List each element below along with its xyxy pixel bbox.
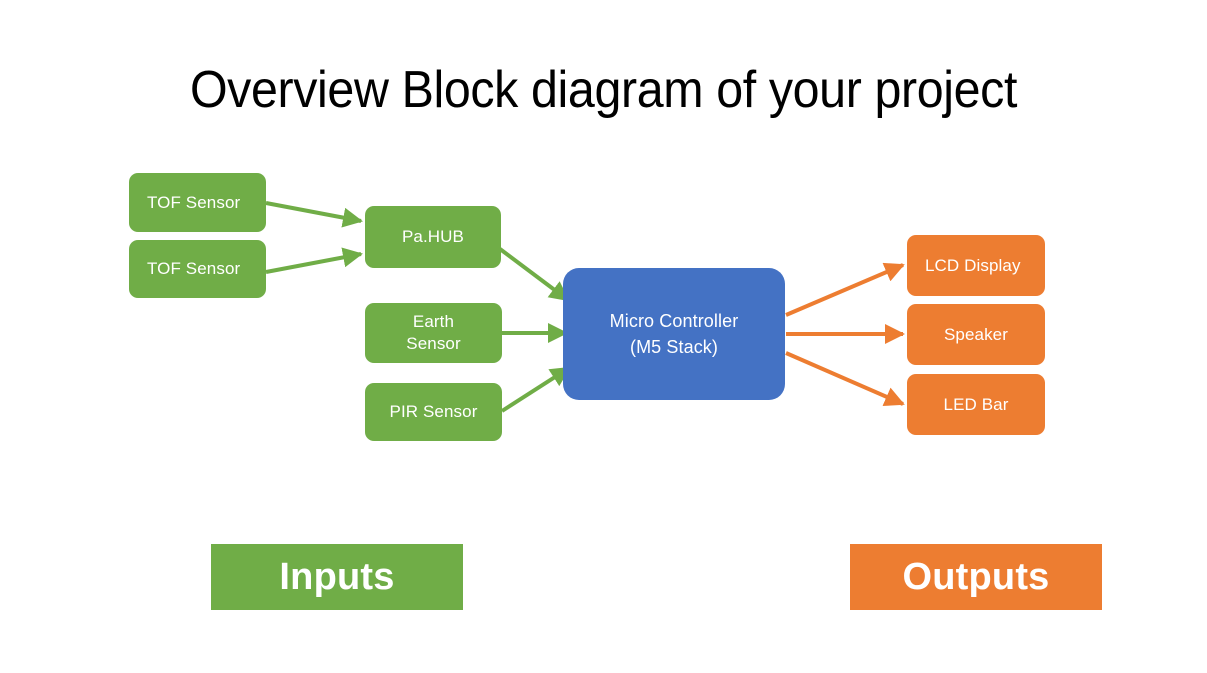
node-lcd-display-label: LCD Display [925, 255, 1021, 275]
node-led-bar[interactable]: LED Bar [907, 374, 1045, 435]
connector-pir-to-mcu [500, 366, 571, 413]
legend-outputs: Outputs [850, 544, 1102, 610]
node-led-bar-label: LED Bar [943, 394, 1009, 414]
node-pa-hub[interactable]: Pa.HUB [365, 206, 501, 268]
node-tof-sensor-1[interactable]: TOF Sensor [129, 173, 266, 232]
legend-outputs-label: Outputs [902, 555, 1050, 598]
node-speaker-label: Speaker [943, 324, 1009, 344]
connector-mcu-to-ledbar [785, 351, 905, 406]
legend-inputs-label: Inputs [279, 555, 395, 598]
connector-tof2-to-pahub [265, 247, 363, 274]
node-pa-hub-label: Pa.HUB [401, 227, 464, 246]
node-tof-sensor-2[interactable]: TOF Sensor [129, 240, 266, 298]
node-micro-controller-label-line2: (M5 Stack) [629, 337, 718, 357]
node-tof-sensor-2-label: TOF Sensor [147, 259, 241, 278]
page-title: Overview Block diagram of your project [189, 61, 1018, 119]
node-tof-sensor-1-label: TOF Sensor [147, 192, 241, 212]
node-pir-sensor[interactable]: PIR Sensor [365, 383, 502, 441]
node-micro-controller[interactable]: Micro Controller (M5 Stack) [563, 268, 785, 400]
connector-mcu-to-lcd [785, 262, 905, 317]
node-speaker[interactable]: Speaker [907, 304, 1045, 365]
node-micro-controller-label-line1: Micro Controller [609, 311, 739, 331]
node-pir-sensor-label: PIR Sensor [389, 402, 478, 421]
node-micro-controller-label: Micro Controller (M5 Stack) [610, 308, 739, 360]
node-lcd-display[interactable]: LCD Display [907, 235, 1045, 296]
connector-pahub-to-mcu [498, 247, 570, 302]
connector-tof1-to-pahub [265, 201, 363, 228]
legend-inputs: Inputs [211, 544, 463, 610]
node-earth-sensor-label-line2: Sensor [406, 334, 461, 353]
node-earth-sensor-label-line1: Earth [412, 312, 455, 331]
